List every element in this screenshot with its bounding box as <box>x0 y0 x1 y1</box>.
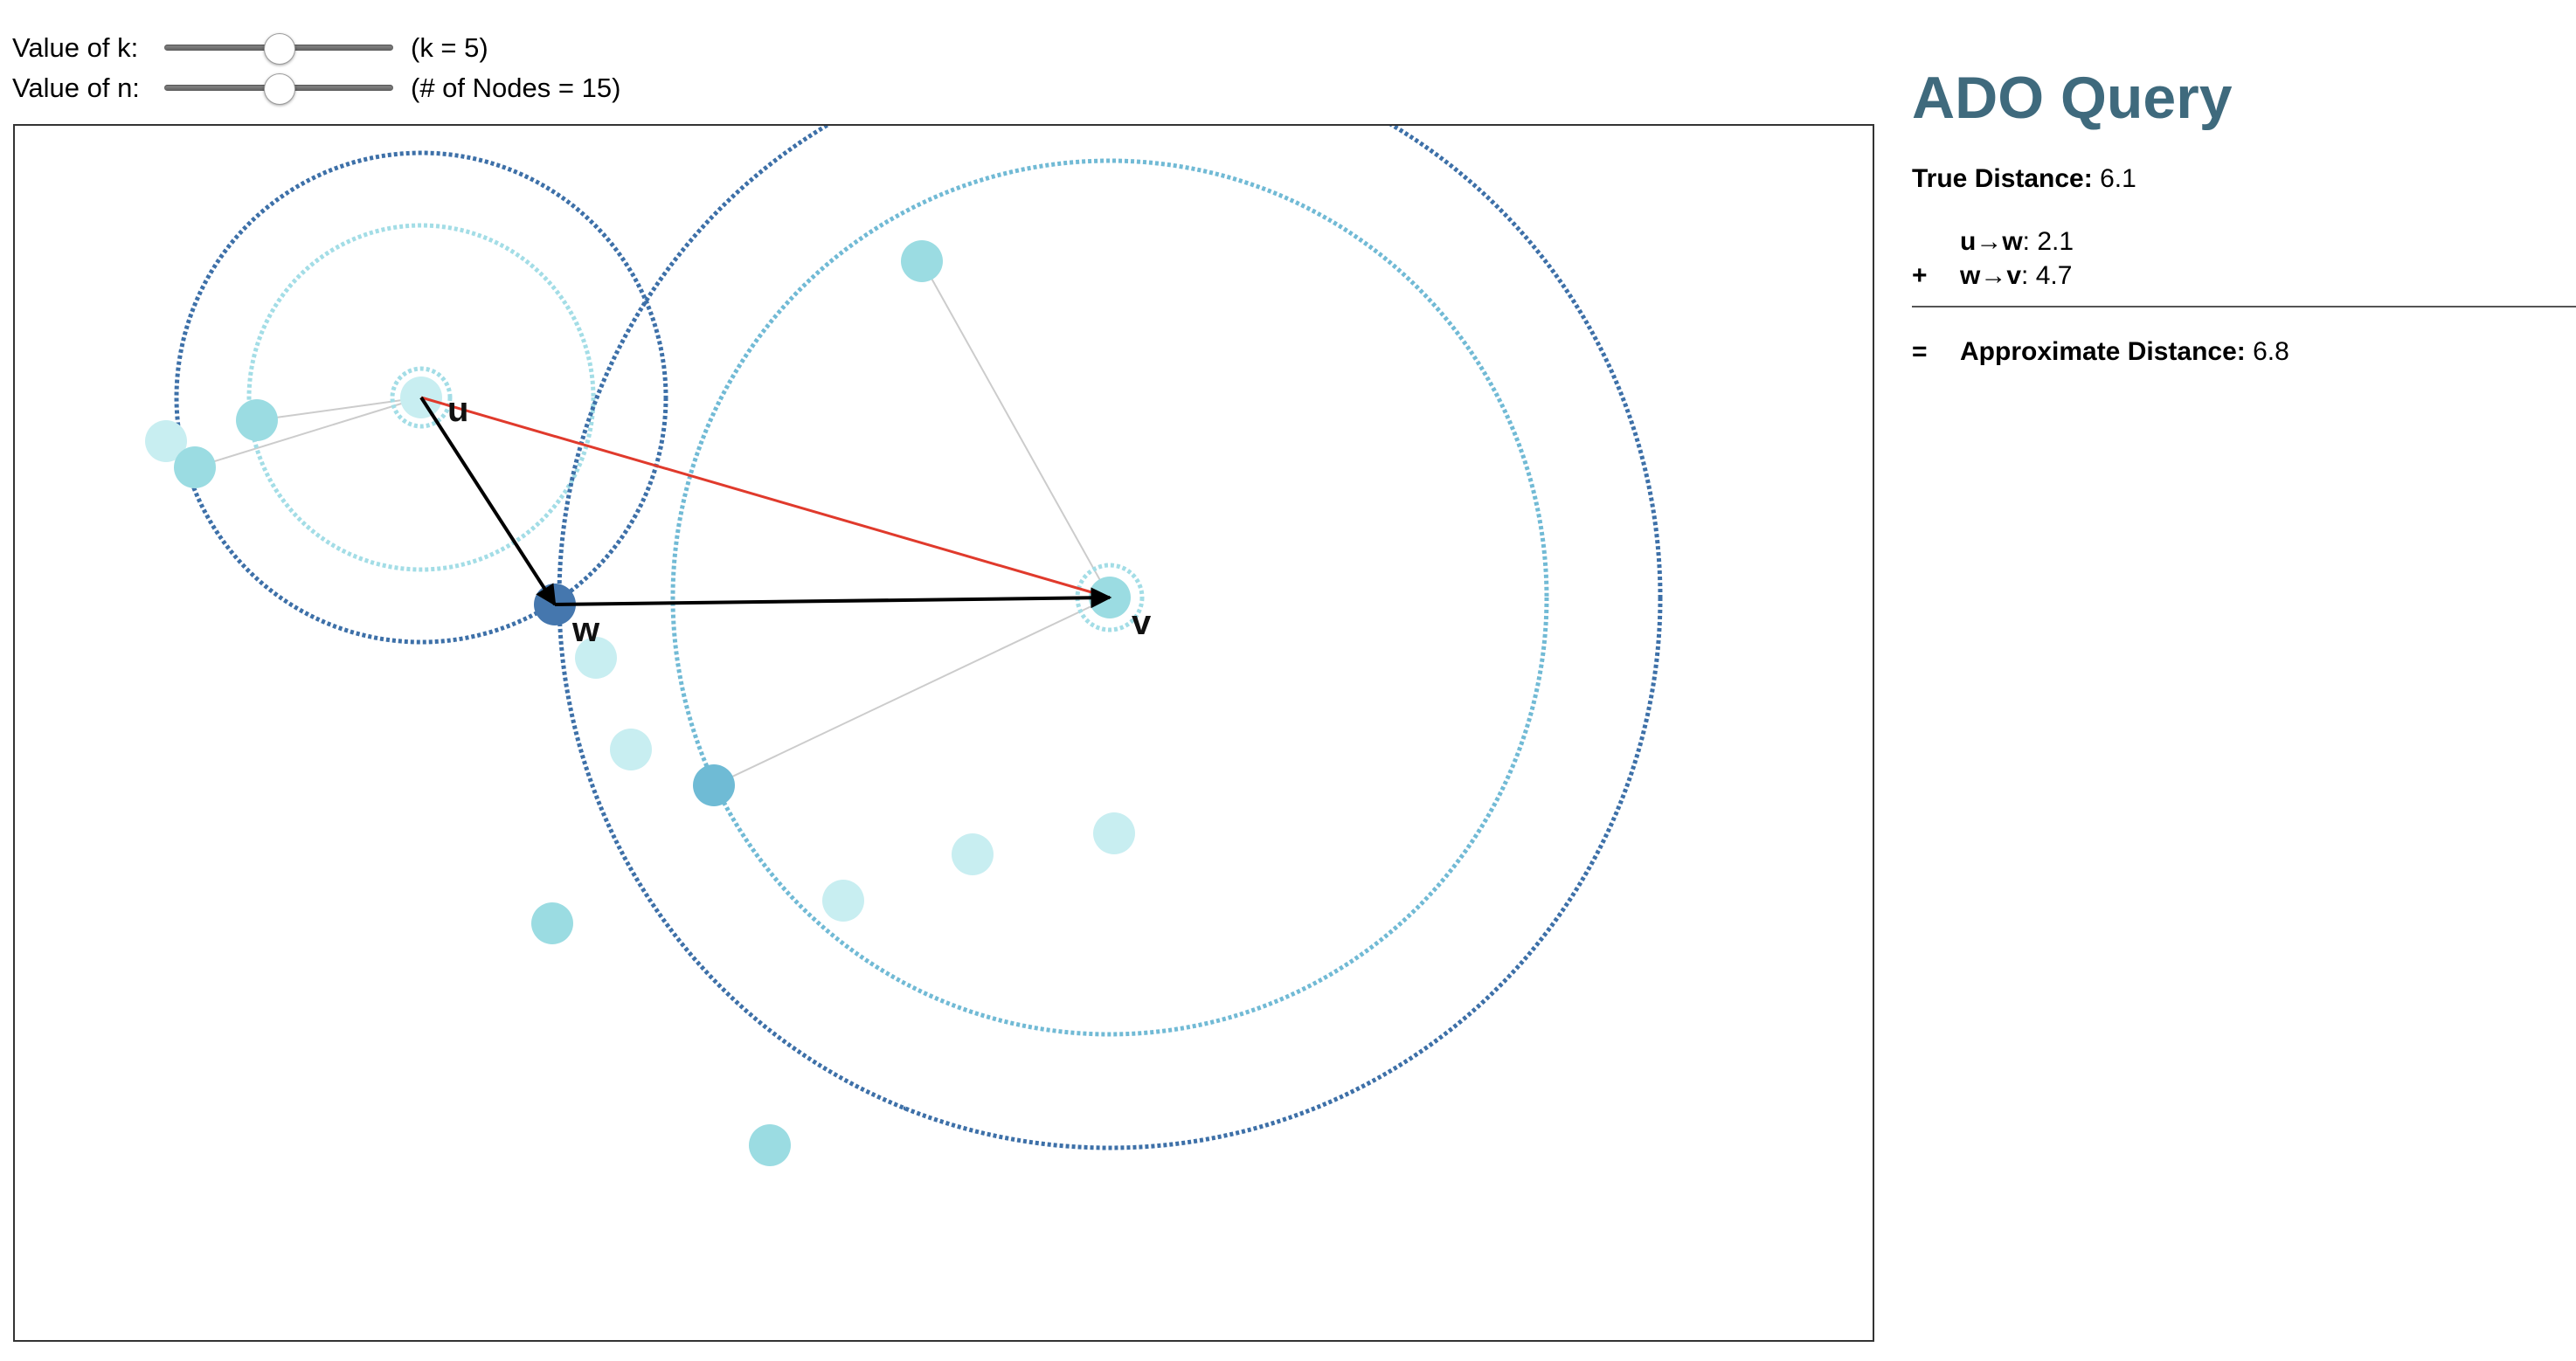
k-slider[interactable] <box>164 33 393 65</box>
graph-edge <box>713 597 1111 786</box>
u-w-path-arrow <box>419 396 557 607</box>
graph-node[interactable] <box>952 833 994 875</box>
v-self-ring <box>1075 563 1145 632</box>
hop-w-v: w→v: 4.7 <box>1960 261 2073 290</box>
k-value-text: (k = 5) <box>411 32 488 63</box>
hop-from: u <box>1960 227 1977 256</box>
n-slider-label: Value of n: <box>12 73 140 103</box>
k-slider-label: Value of k: <box>12 32 139 63</box>
controls-panel: Value of k: (k = 5) Value of n: (# of No… <box>12 28 620 108</box>
graph-edge <box>256 397 422 421</box>
k-control: Value of k: (k = 5) <box>12 28 620 68</box>
radius-rings <box>174 124 1663 1150</box>
v-outer-ring <box>557 124 1663 1150</box>
w-label: w <box>571 611 600 649</box>
approx-distance-label: Approximate Distance: <box>1960 337 2246 366</box>
graph-canvas: u w v <box>13 124 1874 1342</box>
approximate-distance: Approximate Distance: 6.8 <box>1960 337 2289 367</box>
u-v-query-edge <box>420 396 1111 599</box>
query-panel: ADO Query True Distance: 6.1 u→w: 2.1 + … <box>1912 61 2576 366</box>
n-control: Value of n: (# of Nodes = 15) <box>12 68 620 108</box>
n-value-text: (# of Nodes = 15) <box>411 73 621 103</box>
w-v-path-arrow <box>554 587 1112 609</box>
hop-to: v <box>2006 261 2022 290</box>
n-slider[interactable] <box>164 73 393 105</box>
hop-from: w <box>1960 261 1981 290</box>
graph-node[interactable] <box>531 902 573 944</box>
node-labels: u w v <box>447 390 1152 649</box>
equals-sign: = <box>1912 337 1928 366</box>
graph-edge <box>921 260 1111 598</box>
plus-sign: + <box>1912 261 1928 290</box>
hop-value: 2.1 <box>2037 227 2074 256</box>
graph-frame <box>13 124 1874 1342</box>
true-distance-value: 6.1 <box>2100 164 2136 193</box>
n-slider-thumb[interactable] <box>264 73 295 105</box>
graph-node[interactable] <box>610 729 652 770</box>
hop-arrow: → <box>1980 261 2007 290</box>
graph-node[interactable] <box>693 764 735 806</box>
u-self-ring <box>390 366 453 429</box>
query-paths <box>419 396 1112 609</box>
u-outer-ring <box>174 150 668 645</box>
panel-title: ADO Query <box>1912 65 2233 131</box>
u-label: u <box>447 390 468 429</box>
v-label: v <box>1132 604 1152 642</box>
graph-node[interactable] <box>174 446 216 488</box>
hop-to: w <box>2002 227 2023 256</box>
graph-node[interactable] <box>145 420 187 462</box>
k-slider-thumb[interactable] <box>264 33 295 65</box>
true-distance: True Distance: 6.1 <box>1912 164 2136 194</box>
hop-u-w: u→w: 2.1 <box>1960 227 2074 256</box>
approx-distance-value: 6.8 <box>2253 337 2289 366</box>
graph-node[interactable] <box>575 637 617 679</box>
graph-edges <box>194 260 1111 786</box>
true-distance-label: True Distance: <box>1912 164 2093 193</box>
graph-edge <box>194 397 422 468</box>
graph-node[interactable] <box>901 240 943 282</box>
v-inner-ring <box>670 158 1549 1037</box>
graph-node[interactable] <box>236 399 278 441</box>
u-inner-ring <box>246 223 596 572</box>
hop-arrow: → <box>1976 227 2003 256</box>
graph-node[interactable] <box>822 880 864 922</box>
sum-divider <box>1912 306 2576 307</box>
hop-value: 4.7 <box>2035 261 2073 290</box>
graph-node[interactable] <box>749 1124 791 1166</box>
graph-nodes <box>145 240 1135 1166</box>
graph-node[interactable] <box>1093 812 1135 854</box>
